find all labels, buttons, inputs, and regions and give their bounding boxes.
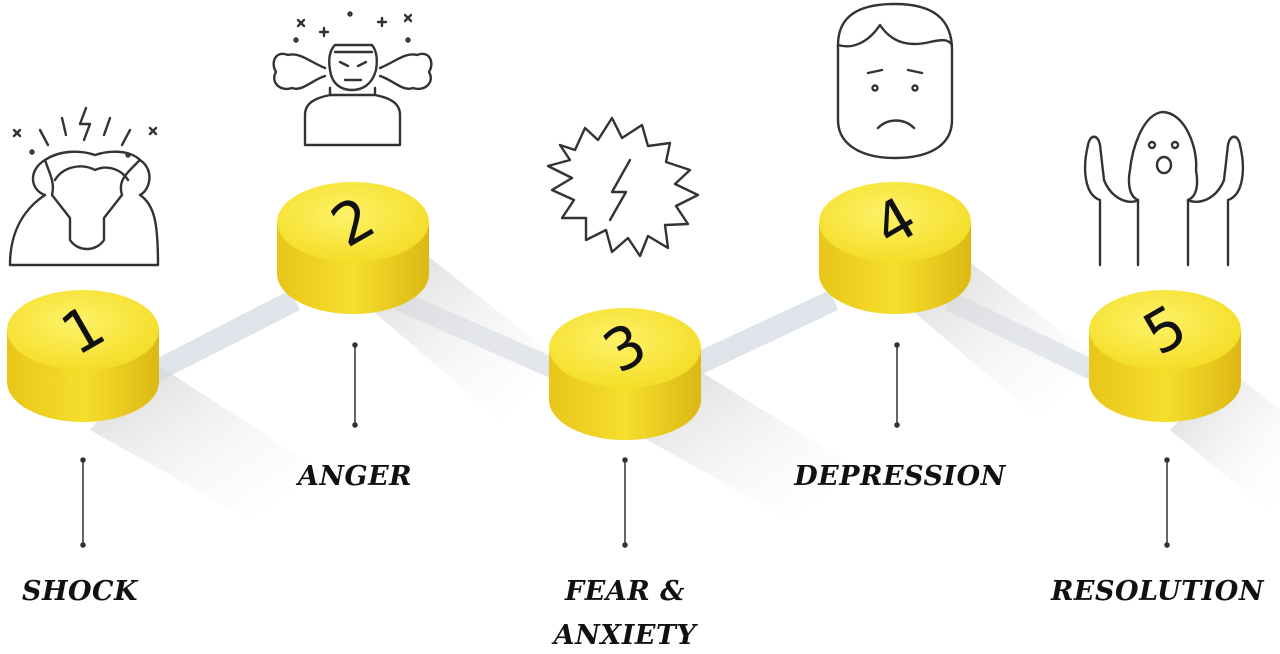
stage-disc-2: 2 bbox=[277, 182, 429, 314]
leader-dot-2a bbox=[352, 342, 358, 348]
stage-label-2: ANGER bbox=[297, 461, 413, 492]
stage-label-1: SHOCK bbox=[22, 576, 138, 607]
leader-dot-3a bbox=[622, 457, 628, 463]
stage-disc-4: 4 bbox=[819, 182, 971, 314]
disc-top-3 bbox=[549, 308, 701, 388]
leader-dot-5a bbox=[1164, 457, 1170, 463]
leader-dot-1b bbox=[80, 542, 86, 548]
leader-dot-3b bbox=[622, 542, 628, 548]
shocked-person-icon bbox=[8, 106, 160, 267]
stage-label-3-line1: FEAR & bbox=[565, 576, 685, 607]
leader-dot-1a bbox=[80, 457, 86, 463]
leader-dot-4b bbox=[894, 422, 900, 428]
lightning-burst-icon bbox=[546, 116, 700, 258]
connector-3-4 bbox=[690, 290, 838, 376]
stage-disc-1: 1 bbox=[7, 290, 159, 422]
leader-dot-4a bbox=[894, 342, 900, 348]
disc-top-1 bbox=[7, 290, 159, 370]
stage-label-3: FEAR & ANXIETY bbox=[540, 570, 710, 654]
stage-disc-5: 5 bbox=[1089, 290, 1241, 422]
stage-disc-3: 3 bbox=[549, 308, 701, 440]
stage-label-3-line2: ANXIETY bbox=[553, 620, 697, 651]
disc-top-5 bbox=[1089, 290, 1241, 370]
sad-face-icon bbox=[836, 2, 954, 160]
leader-dot-2b bbox=[352, 422, 358, 428]
leader-lines bbox=[80, 342, 1170, 548]
connector-1-2 bbox=[150, 290, 300, 382]
raised-arms-person-icon bbox=[1083, 110, 1245, 267]
stage-label-4: DEPRESSION bbox=[794, 461, 1006, 492]
angry-person-icon bbox=[272, 11, 433, 147]
disc-top-4 bbox=[819, 182, 971, 262]
stage-label-5: RESOLUTION bbox=[1050, 576, 1264, 607]
leader-dot-5b bbox=[1164, 542, 1170, 548]
disc-top-2 bbox=[277, 182, 429, 262]
